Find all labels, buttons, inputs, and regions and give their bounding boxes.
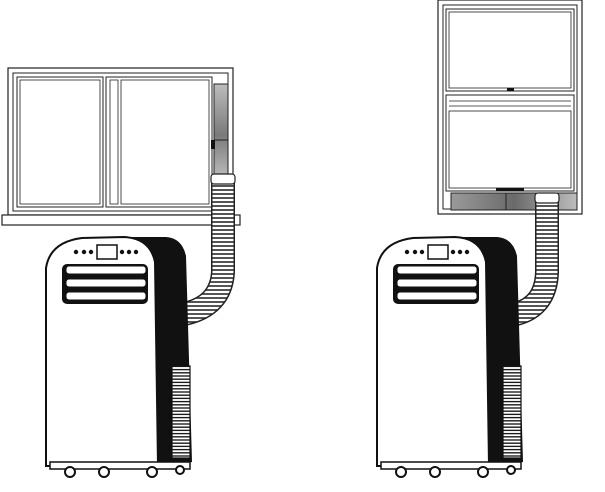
side-grille	[502, 365, 522, 459]
window-kit-panel	[213, 83, 229, 187]
air-outlet-louvers	[62, 264, 148, 304]
casters	[395, 465, 516, 478]
left-panel	[1, 67, 241, 478]
unit-base	[380, 461, 522, 470]
control-panel	[73, 244, 139, 260]
window-sill	[1, 214, 241, 226]
exhaust-hose	[171, 173, 236, 326]
display-screen	[427, 244, 449, 260]
portable-air-conditioner	[376, 235, 523, 478]
sliding-window	[1, 67, 241, 226]
unit-base	[49, 461, 191, 470]
side-grille	[171, 365, 191, 459]
air-outlet-louvers	[393, 264, 479, 304]
right-panel	[376, 0, 583, 478]
casters	[64, 465, 185, 478]
portable-air-conditioner	[45, 235, 192, 478]
double-hung-window	[437, 0, 583, 215]
control-panel	[404, 244, 470, 260]
display-screen	[96, 244, 118, 260]
